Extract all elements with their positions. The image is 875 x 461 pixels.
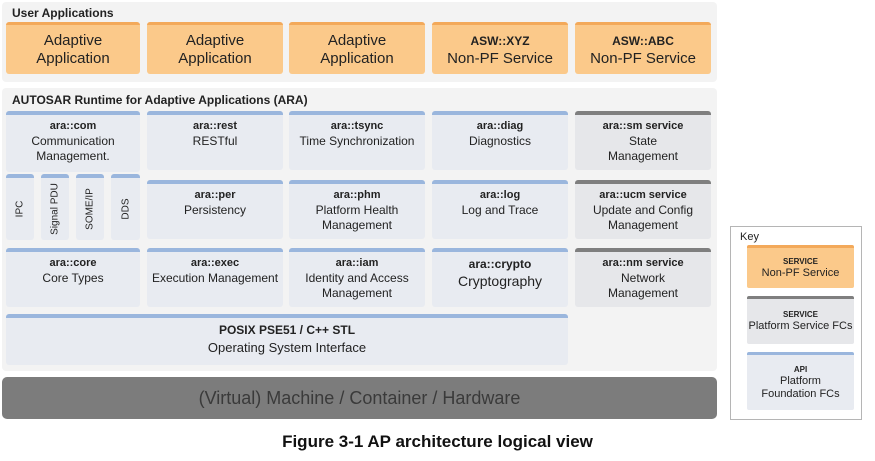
- adaptive-application-2: Adaptive Application: [147, 22, 283, 74]
- ara-rest-box: ara::rest RESTful: [147, 111, 283, 170]
- key-platform-service-box: SERVICE Platform Service FCs: [747, 296, 854, 344]
- figure-caption: Figure 3-1 AP architecture logical view: [282, 432, 593, 451]
- posix-box: POSIX PSE51 / C++ STL Operating System I…: [6, 314, 568, 365]
- ara-com-box: ara::com Communication Management.: [6, 111, 140, 172]
- key-title: Key: [740, 231, 759, 243]
- ara-phm-box: ara::phm Platform Health Management: [289, 180, 425, 239]
- ara-log-box: ara::log Log and Trace: [432, 180, 568, 239]
- ara-exec-box: ara::exec Execution Management: [147, 248, 283, 307]
- key-api-box: API Platform Foundation FCs: [747, 352, 854, 410]
- ara-tsync-box: ara::tsync Time Synchronization: [289, 111, 425, 170]
- ara-sm-box: ara::sm service State Management: [575, 111, 711, 170]
- ara-crypto-box: ara::crypto Cryptography: [432, 248, 568, 307]
- binding-dds: DDS: [111, 174, 140, 240]
- binding-signal-pdu: Signal PDU: [41, 174, 69, 240]
- ara-diag-box: ara::diag Diagnostics: [432, 111, 568, 170]
- ara-iam-box: ara::iam Identity and Access Management: [289, 248, 425, 307]
- binding-ipc: IPC: [6, 174, 34, 240]
- machine-layer: (Virtual) Machine / Container / Hardware: [2, 377, 717, 419]
- legend-key: Key SERVICE Non-PF Service SERVICE Platf…: [730, 226, 862, 420]
- binding-someip: SOME/IP: [76, 174, 104, 240]
- ara-core-box: ara::core Core Types: [6, 248, 140, 307]
- nonpf-service-xyz: ASW::XYZ Non-PF Service: [432, 22, 568, 74]
- ara-per-box: ara::per Persistency: [147, 180, 283, 239]
- ara-nm-box: ara::nm service Network Management: [575, 248, 711, 307]
- ara-ucm-box: ara::ucm service Update and Config Manag…: [575, 180, 711, 239]
- adaptive-application-3: Adaptive Application: [289, 22, 425, 74]
- adaptive-application-1: Adaptive Application: [6, 22, 140, 74]
- ara-label: AUTOSAR Runtime for Adaptive Application…: [12, 93, 308, 107]
- user-applications-label: User Applications: [12, 6, 114, 20]
- nonpf-service-abc: ASW::ABC Non-PF Service: [575, 22, 711, 74]
- key-service-box: SERVICE Non-PF Service: [747, 245, 854, 288]
